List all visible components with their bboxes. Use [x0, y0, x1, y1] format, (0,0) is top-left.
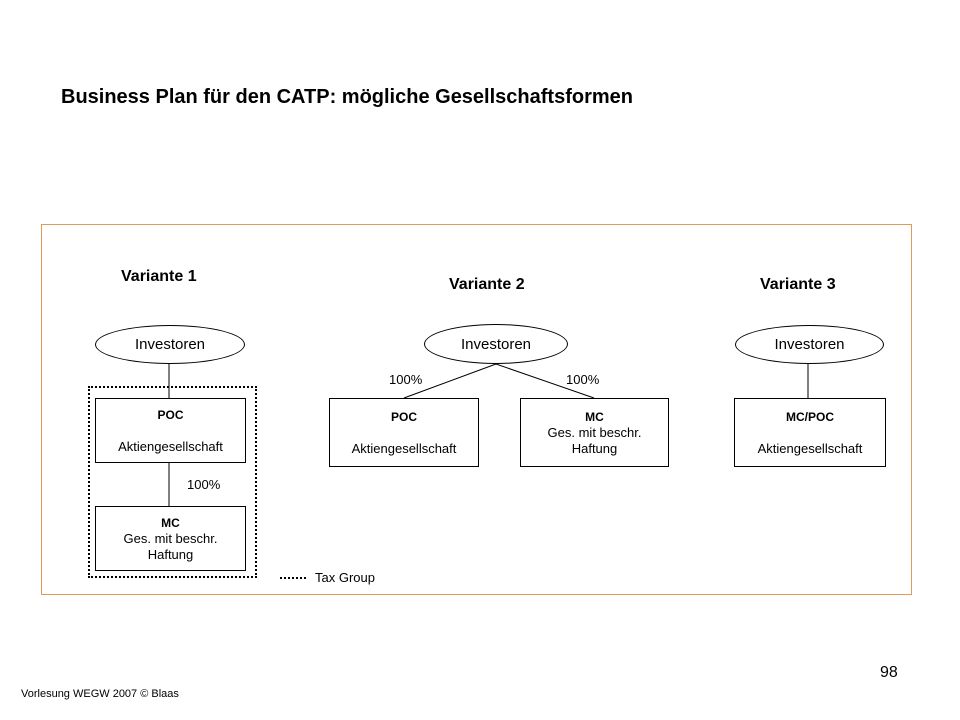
v1-mc-form-line2: Haftung [147, 546, 194, 562]
v1-mc-box: MC Ges. mit beschr. Haftung [95, 506, 246, 571]
v3-investor-label: Investoren [774, 336, 845, 353]
v3-mcpoc-box: MC/POC Aktiengesellschaft [734, 398, 886, 467]
v1-ownership-label: 100% [187, 477, 221, 492]
v2-poc-form: Aktiengesellschaft [351, 440, 457, 456]
footer-credit: Vorlesung WEGW 2007 © Blaas [21, 688, 179, 700]
v2-investor-node: Investoren [424, 324, 568, 364]
v3-mcpoc-form: Aktiengesellschaft [757, 440, 863, 456]
v2-ownership-left-label: 100% [389, 372, 423, 387]
tax-group-legend-label: Tax Group [315, 570, 375, 585]
v2-poc-name: POC [390, 409, 417, 424]
variant-1-label: Variante 1 [121, 268, 197, 285]
v1-mc-form-line1: Ges. mit beschr. [123, 530, 218, 546]
v1-mc-name: MC [161, 515, 180, 530]
v1-poc-name: POC [157, 407, 184, 422]
v1-poc-box: POC Aktiengesellschaft [95, 398, 246, 463]
v2-mc-form-line2: Haftung [571, 440, 618, 456]
variant-2-label: Variante 2 [449, 276, 525, 293]
v2-investor-label: Investoren [460, 335, 532, 353]
v2-investor-to-poc-line [403, 363, 497, 399]
v3-investor-node: Investoren [735, 325, 884, 364]
v1-investor-node: Investoren [95, 325, 245, 364]
v2-mc-box: MC Ges. mit beschr. Haftung [520, 398, 669, 467]
v1-poc-form: Aktiengesellschaft [118, 438, 223, 454]
v2-mc-name: MC [585, 409, 604, 424]
v2-ownership-right-label: 100% [566, 372, 600, 387]
tax-group-boundary [88, 386, 257, 578]
page-number: 98 [880, 664, 898, 681]
variant-3-label: Variante 3 [760, 276, 836, 293]
v2-mc-form-line1: Ges. mit beschr. [547, 424, 642, 440]
diagram-frame [41, 224, 912, 595]
v3-mcpoc-name: MC/POC [786, 409, 834, 424]
slide-title: Business Plan für den CATP: mögliche Ges… [61, 86, 633, 108]
v2-investor-to-mc-line [495, 363, 595, 399]
v1-investor-label: Investoren [134, 336, 206, 353]
v2-poc-box: POC Aktiengesellschaft [329, 398, 479, 467]
